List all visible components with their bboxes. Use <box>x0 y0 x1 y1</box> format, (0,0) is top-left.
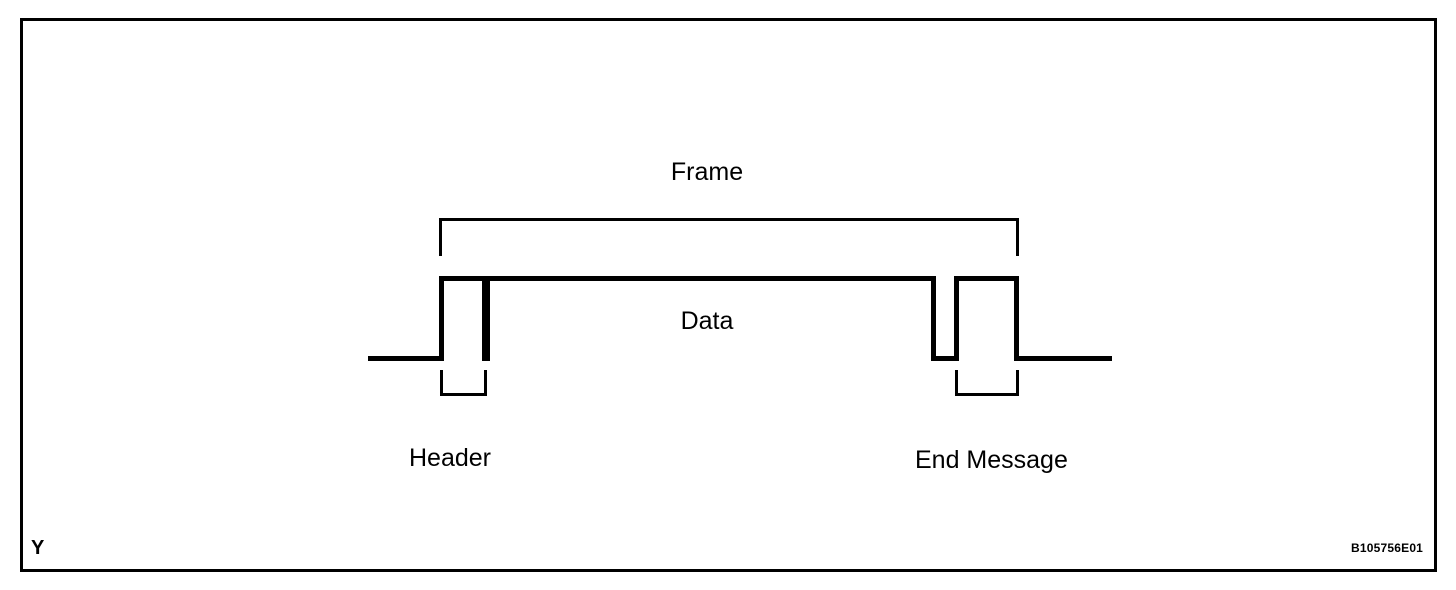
end-message-label: End Message <box>915 446 1068 474</box>
data-label: Data <box>680 307 734 335</box>
header-label: Header <box>409 444 491 472</box>
figure-border <box>20 18 1437 572</box>
figure-reference-code: B105756E01 <box>1351 541 1424 555</box>
frame-label: Frame <box>670 158 744 186</box>
sheet-marker: Y <box>31 537 45 559</box>
